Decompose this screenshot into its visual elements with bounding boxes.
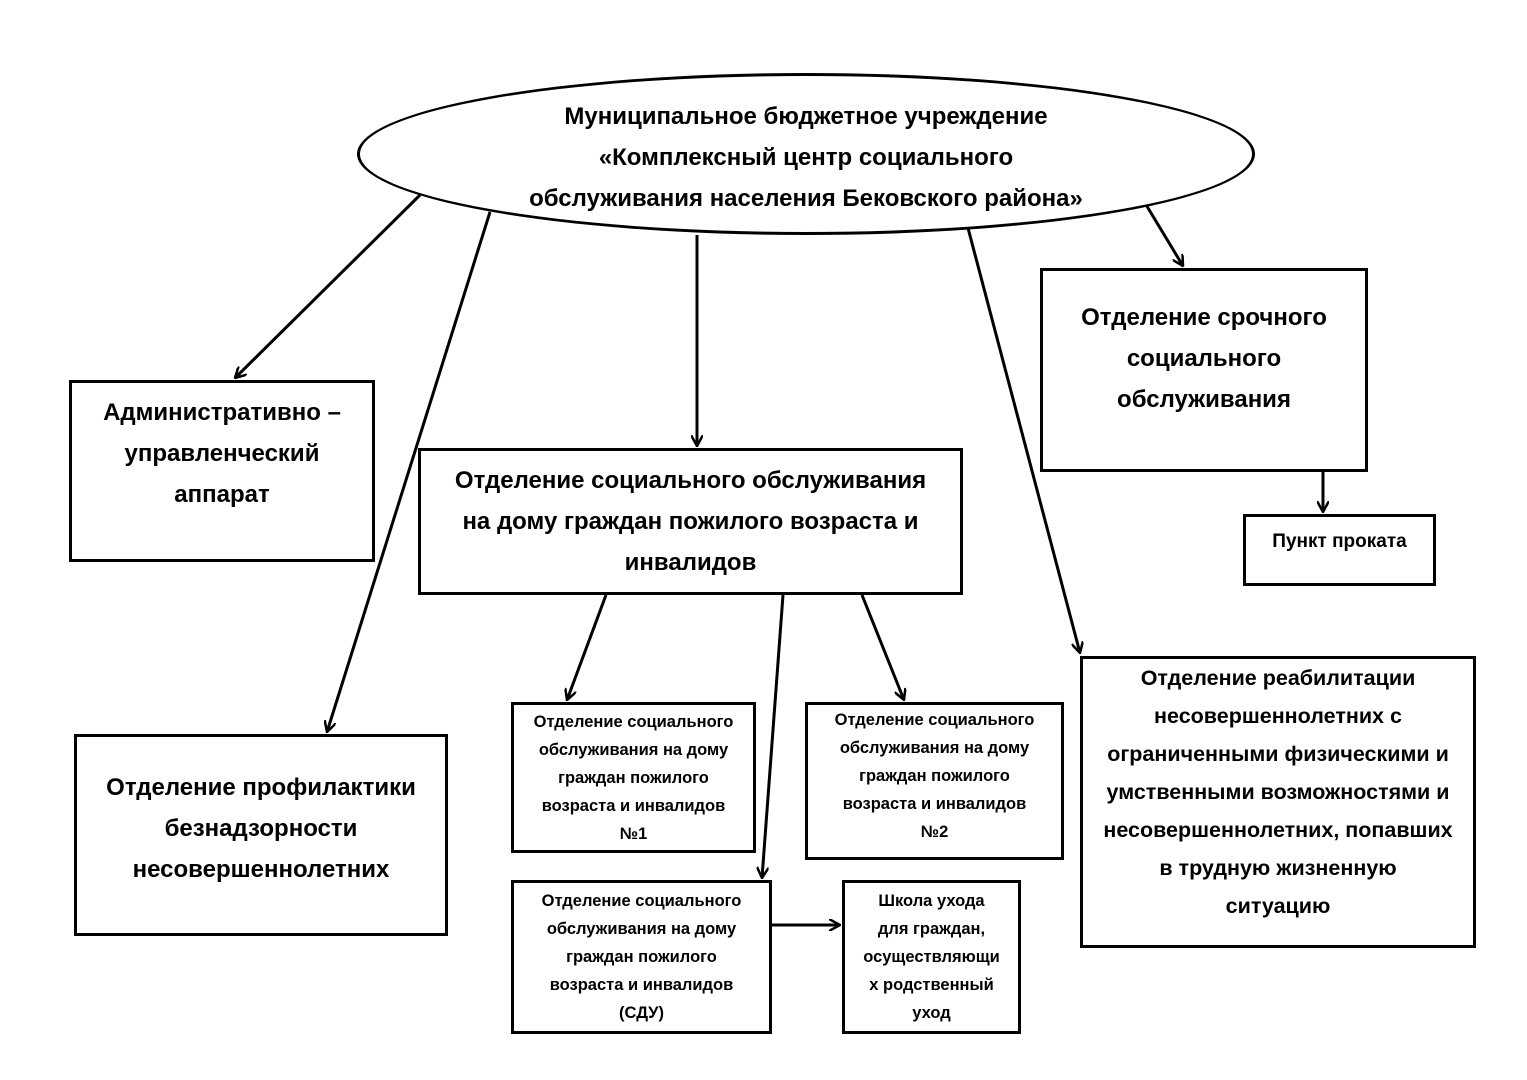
home-service-sdu-node: Отделение социального обслуживания на дом… (511, 880, 772, 1034)
admin-apparatus-node-line-1: Административно – (103, 398, 341, 426)
minors-rehabilitation-node-line-6: в трудную жизненную (1159, 856, 1397, 880)
home-service-2-node-line-4: возраста и инвалидов (842, 795, 1027, 813)
minors-rehabilitation-node-line-7: ситуацию (1225, 894, 1331, 918)
care-school-node-line-3: осуществляющи (863, 948, 1000, 966)
urgent-service-node-line-2: социального (1126, 344, 1282, 372)
minors-rehabilitation-node: Отделение реабилитации несовершеннолетних… (1080, 656, 1476, 948)
admin-apparatus-node: Административно – управленческий аппарат (69, 380, 375, 562)
admin-apparatus-node-line-3: аппарат (174, 480, 270, 508)
minors-rehabilitation-node-line-5: несовершеннолетних, попавших (1103, 818, 1453, 842)
minors-rehabilitation-node-line-4: умственными возможностями и (1106, 780, 1450, 804)
minors-rehabilitation-node-line-3: ограниченными физическими и (1107, 742, 1449, 766)
neglect-prevention-node-line-2: безнадзорности (164, 814, 358, 842)
neglect-prevention-node: Отделение профилактики безнадзорности несо… (74, 734, 448, 936)
home-service-2-node-line-1: Отделение социального (834, 711, 1035, 729)
home-service-2-node: Отделение социального обслуживания на дом… (805, 702, 1064, 860)
urgent-service-node: Отделение срочного социального обслуживани… (1040, 268, 1368, 472)
home-service-2-node-line-2: обслуживания на дому (839, 739, 1030, 757)
care-school-node-line-4: х родственный (869, 976, 994, 994)
rental-point-node: Пункт проката (1243, 514, 1436, 586)
home-service-sdu-node-line-4: возраста и инвалидов (549, 976, 734, 994)
home-service-1-node-line-2: обслуживания на дому (538, 740, 729, 759)
home-service-2-node-line-5: №2 (920, 823, 949, 841)
home-service-1-node-line-3: граждан пожилого (558, 768, 709, 787)
care-school-node-line-2: для граждан, (877, 920, 986, 938)
admin-apparatus-node-line-2: управленческий (124, 439, 320, 467)
arrow-root-to-admin (235, 193, 422, 378)
rental-point-node-line-1: Пункт проката (1272, 531, 1407, 552)
home-service-1-node-line-4: возраста и инвалидов (541, 796, 726, 815)
care-school-node-line-5: уход (912, 1004, 951, 1022)
root-institution-node: Муниципальное бюджетное учреждение «Компл… (357, 73, 1255, 235)
home-service-sdu-node-line-5: (СДУ) (619, 1004, 664, 1022)
minors-rehabilitation-node-line-1: Отделение реабилитации (1140, 666, 1416, 690)
home-service-sdu-node-line-1: Отделение социального (541, 892, 742, 910)
arrow-root-to-rehab (966, 227, 1080, 653)
neglect-prevention-node-line-1: Отделение профилактики (106, 773, 416, 801)
arrow-home-main-to-home-1 (567, 594, 608, 700)
home-service-main-node-line-1: Отделение социального обслуживания (454, 467, 927, 494)
root-institution-node-line-1: Муниципальное бюджетное учреждение (564, 102, 1048, 130)
root-institution-node-line-2: «Комплексный центр социального (598, 143, 1014, 171)
home-service-sdu-node-line-2: обслуживания на дому (546, 920, 737, 938)
urgent-service-node-line-1: Отделение срочного (1081, 303, 1327, 331)
home-service-main-node-line-2: на дому граждан пожилого возраста и (462, 508, 919, 535)
home-service-1-node-line-5: №1 (619, 824, 648, 843)
urgent-service-node-line-3: обслуживания (1117, 385, 1291, 413)
care-school-node-line-1: Школа ухода (878, 892, 985, 910)
root-institution-node-line-3: обслуживания населения Бековского района… (529, 184, 1083, 212)
home-service-1-node-line-1: Отделение социального (533, 712, 734, 731)
home-service-main-node-line-3: инвалидов (624, 549, 757, 576)
home-service-2-node-line-3: граждан пожилого (859, 767, 1010, 785)
minors-rehabilitation-node-line-2: несовершеннолетних с (1154, 704, 1402, 728)
care-school-node: Школа ухода для граждан, осуществляющи х ро… (842, 880, 1021, 1034)
home-service-main-node: Отделение социального обслуживания на дом… (418, 448, 963, 595)
arrow-home-main-to-home-2 (860, 594, 904, 700)
arrow-home-main-to-home-sdu (762, 594, 785, 878)
arrow-root-to-urgent (1143, 202, 1183, 266)
home-service-1-node: Отделение социального обслуживания на дом… (511, 702, 756, 853)
home-service-sdu-node-line-3: граждан пожилого (566, 948, 717, 966)
neglect-prevention-node-line-3: несовершеннолетних (132, 855, 390, 883)
arrow-root-to-prevention (327, 211, 492, 732)
